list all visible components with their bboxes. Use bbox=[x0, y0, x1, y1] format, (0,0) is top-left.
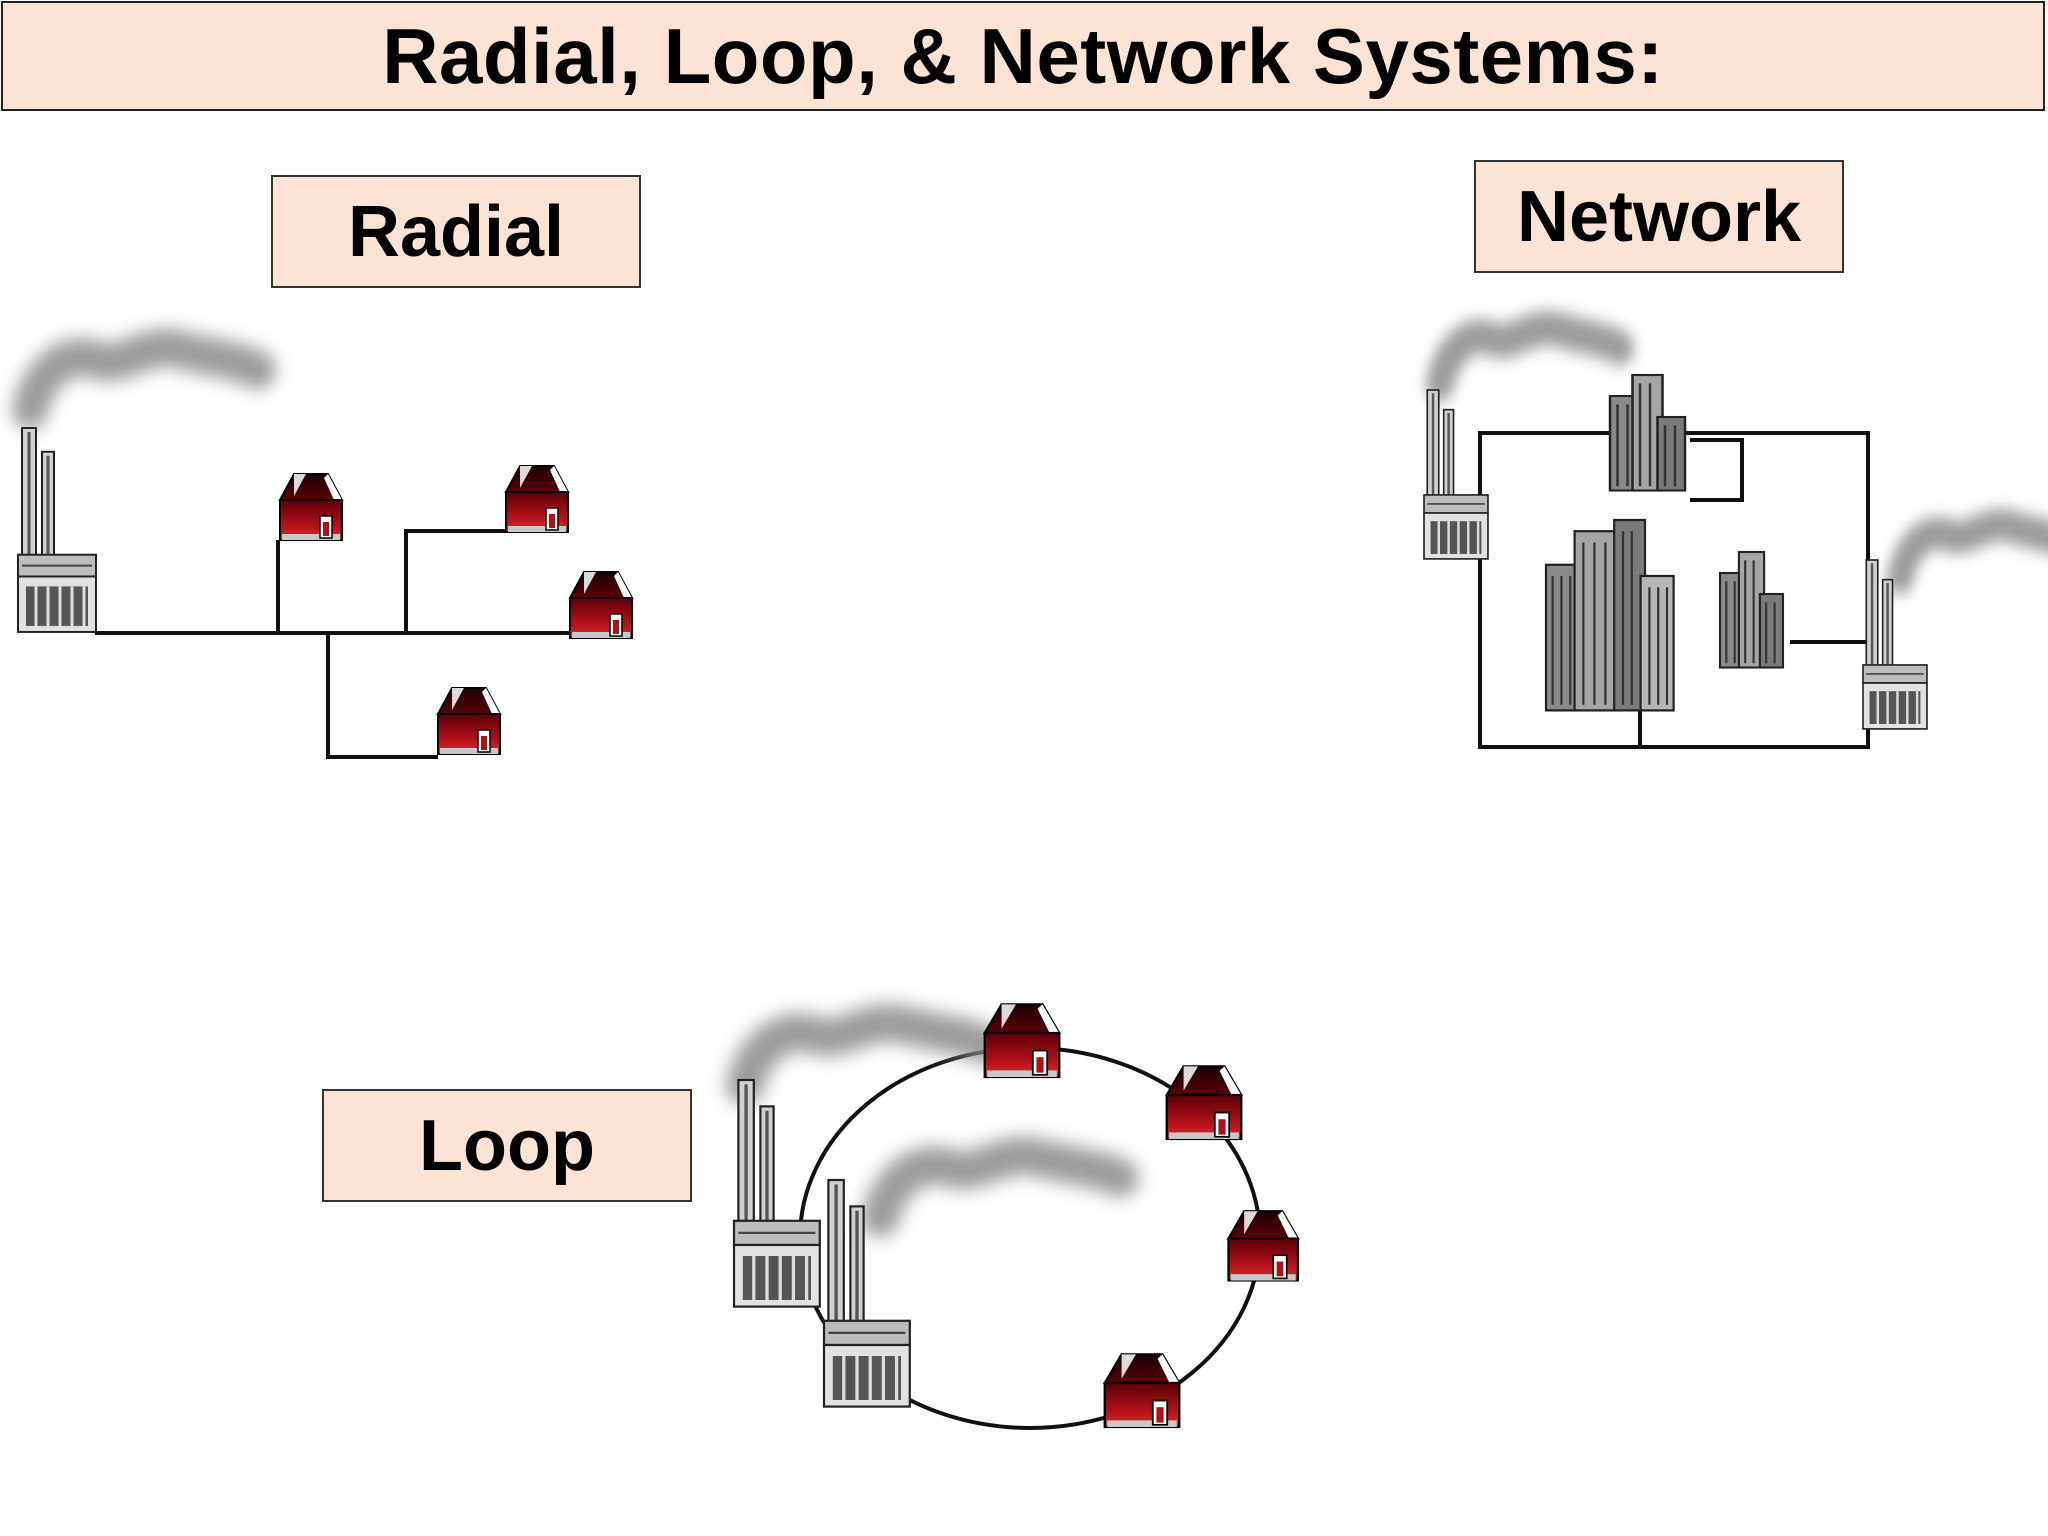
house-icon bbox=[569, 571, 633, 639]
loop-label-box: Loop bbox=[322, 1089, 692, 1202]
house-icon bbox=[1103, 1353, 1181, 1429]
house-icon bbox=[1227, 1210, 1300, 1282]
city-buildings-icon bbox=[1544, 518, 1675, 712]
house-icon bbox=[279, 473, 343, 541]
house-icon bbox=[1165, 1065, 1243, 1141]
house-icon bbox=[983, 1003, 1061, 1079]
smoke-icon bbox=[880, 1156, 1120, 1218]
loop-label: Loop bbox=[419, 1105, 595, 1186]
network-label-box: Network bbox=[1474, 160, 1844, 273]
house-icon bbox=[437, 687, 501, 755]
radial-system bbox=[16, 348, 633, 759]
smoke-icon bbox=[1900, 525, 2048, 578]
house-icon bbox=[505, 465, 569, 533]
network-system bbox=[1422, 328, 2048, 749]
radial-label-box: Radial bbox=[271, 175, 641, 288]
smoke-icon bbox=[1440, 328, 1620, 384]
loop-system bbox=[734, 1003, 1300, 1430]
network-label: Network bbox=[1516, 176, 1802, 257]
city-buildings-icon bbox=[1608, 373, 1687, 492]
smoke-icon bbox=[30, 348, 258, 410]
smoke-icon bbox=[745, 1023, 985, 1085]
radial-label: Radial bbox=[347, 191, 565, 272]
factory-icon bbox=[16, 426, 98, 634]
radial-lines bbox=[95, 529, 570, 759]
city-buildings-icon bbox=[1718, 550, 1785, 669]
slide-title: Radial, Loop, & Network Systems: bbox=[382, 11, 1664, 100]
slide-title-bar: Radial, Loop, & Network Systems: bbox=[1, 1, 2045, 111]
